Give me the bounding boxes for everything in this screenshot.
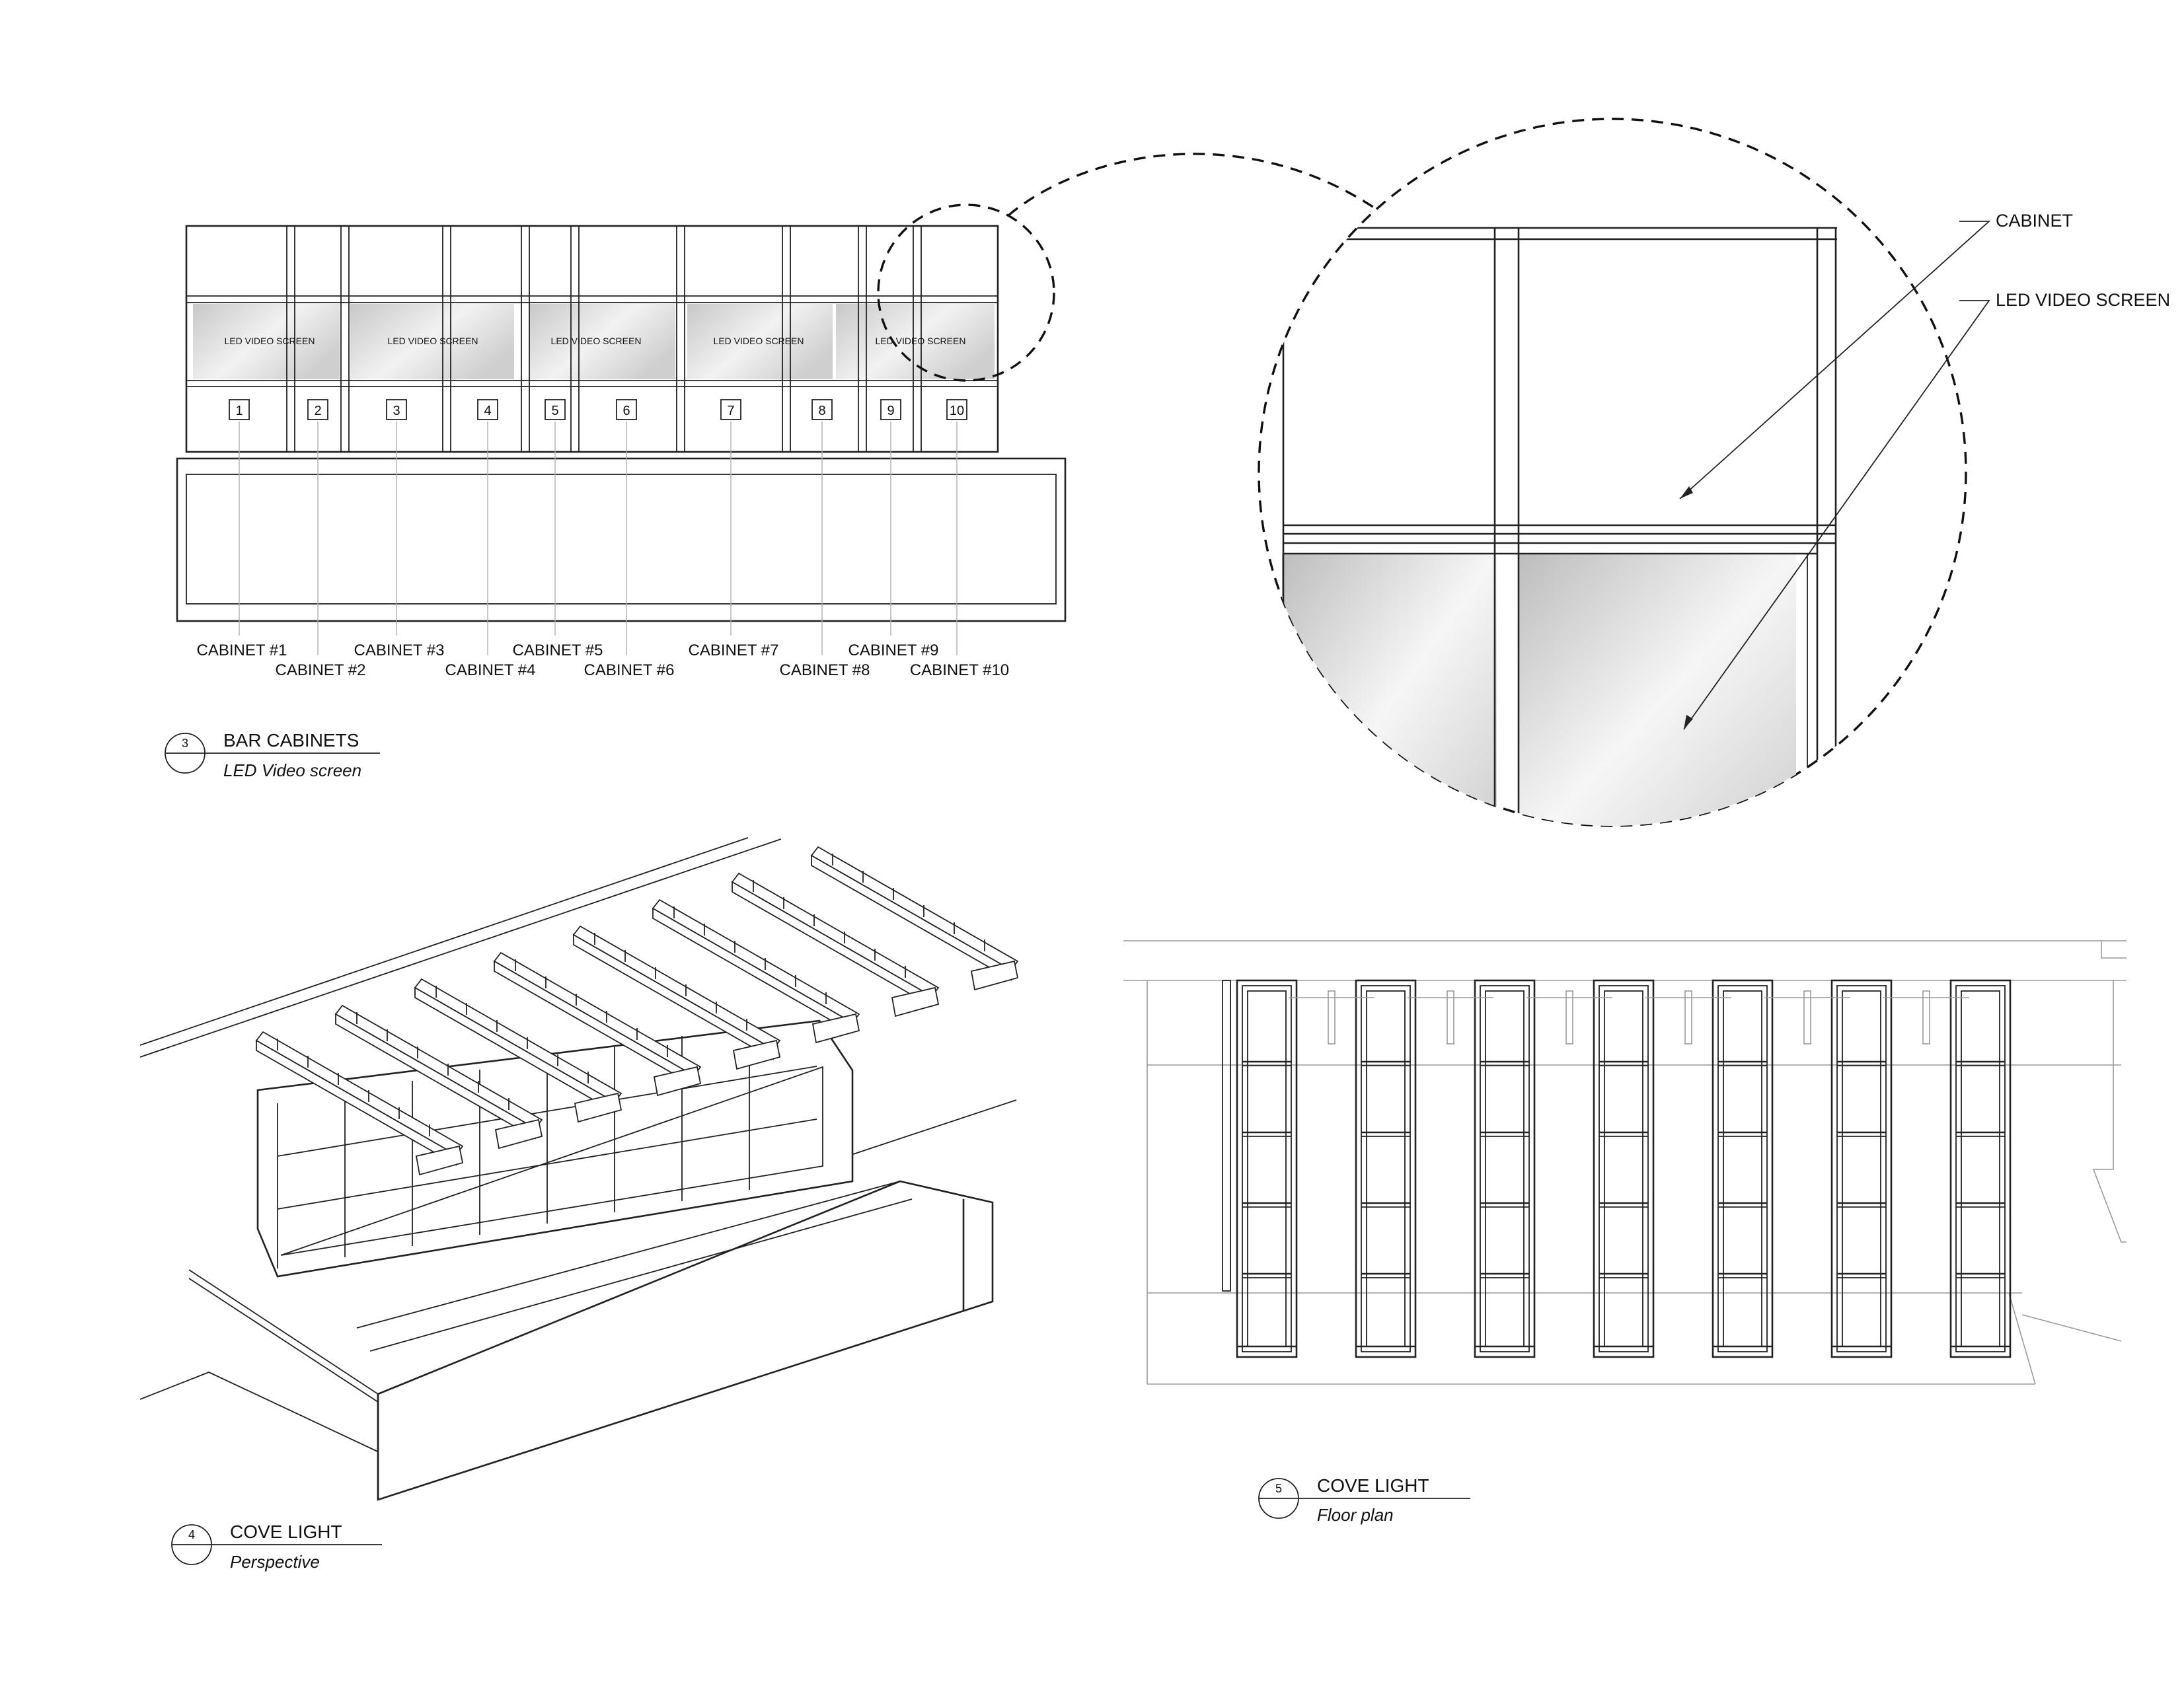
view-title: COVE LIGHT bbox=[230, 1522, 342, 1542]
cabinet-number: 3 bbox=[393, 404, 400, 418]
plan-cove-rail bbox=[1593, 979, 1655, 1358]
cabinet-number-box bbox=[720, 399, 741, 420]
cabinet-number-box bbox=[880, 399, 901, 420]
cabinet-label: CABINET #10 bbox=[910, 661, 1009, 679]
cove-light-floor-plan bbox=[1123, 940, 2127, 1385]
cove-rail bbox=[414, 978, 622, 1123]
cabinet-label: CABINET #8 bbox=[780, 661, 870, 679]
plan-cove-rail bbox=[1236, 979, 1298, 1358]
title-block-cove-plan: 5 COVE LIGHT Floor plan bbox=[1258, 1475, 1470, 1525]
cabinet-number-box bbox=[946, 399, 967, 420]
cove-rail bbox=[334, 1004, 543, 1150]
led-screen-label-2: LED VIDEO SCREEN bbox=[388, 336, 478, 346]
cabinet-label: CABINET #5 bbox=[513, 642, 603, 659]
led-screen-label-4: LED VIDEO SCREEN bbox=[714, 336, 804, 346]
cabinet-number-box bbox=[616, 399, 637, 420]
cove-rail bbox=[572, 925, 781, 1070]
led-screen-label-1: LED VIDEO SCREEN bbox=[225, 336, 315, 346]
cabinet-label: CABINET #6 bbox=[584, 661, 675, 679]
cabinet-label: CABINET #4 bbox=[445, 661, 536, 679]
cabinet-number: 8 bbox=[818, 404, 825, 418]
plan-cove-rail bbox=[1712, 979, 1774, 1358]
cabinet-number: 1 bbox=[235, 404, 243, 418]
view-number: 5 bbox=[1275, 1482, 1282, 1495]
cabinet-number: 9 bbox=[887, 404, 894, 418]
cabinet-label: CABINET #7 bbox=[689, 642, 779, 659]
cabinet-number-box bbox=[386, 399, 407, 420]
plan-cove-rail bbox=[1830, 979, 1893, 1358]
plan-cove-rail bbox=[1355, 979, 1417, 1358]
cabinet-label: CABINET #9 bbox=[848, 642, 939, 659]
led-screen-label-3: LED VIDEO SCREEN bbox=[551, 336, 642, 346]
cove-rail bbox=[731, 872, 940, 1017]
view-subtitle: LED Video screen bbox=[223, 760, 361, 780]
cabinet-label: CABINET #1 bbox=[197, 642, 287, 659]
cabinet-number: 4 bbox=[484, 404, 491, 418]
cove-rail bbox=[652, 899, 860, 1044]
cabinet-label: CABINET #3 bbox=[354, 642, 445, 659]
cabinet-number: 6 bbox=[622, 404, 630, 418]
cove-rail bbox=[810, 846, 1019, 991]
cabinet-number-box bbox=[545, 399, 566, 420]
view-title: COVE LIGHT bbox=[1317, 1475, 1429, 1496]
view-number: 3 bbox=[182, 737, 188, 750]
cove-light-perspective bbox=[139, 837, 1019, 1501]
callout-cabinet: CABINET bbox=[1996, 211, 2073, 231]
title-block-cove-perspective: 4 COVE LIGHT Perspective bbox=[171, 1522, 382, 1572]
view-subtitle: Perspective bbox=[230, 1552, 320, 1572]
cabinet-number-box bbox=[477, 399, 498, 420]
cove-rail bbox=[255, 1031, 464, 1176]
cabinet-number: 5 bbox=[551, 404, 558, 418]
callout-led-screen: LED VIDEO SCREEN bbox=[1996, 290, 2170, 310]
view-number: 4 bbox=[188, 1528, 195, 1541]
view-title: BAR CABINETS bbox=[223, 730, 359, 751]
title-block-bar-cabinets: 3 BAR CABINETS LED Video screen bbox=[165, 730, 380, 780]
cabinet-label: CABINET #2 bbox=[276, 661, 366, 679]
cove-rail bbox=[493, 951, 702, 1097]
cabinet-number: 10 bbox=[950, 404, 964, 418]
led-screen-label-5: LED VIDEO SCREEN bbox=[876, 336, 966, 346]
bar-cabinets-elevation: 1 2 3 4 5 6 7 8 9 10 LED VIDEO SCREEN LED VIDEO S… bbox=[176, 225, 1067, 679]
cabinet-number-box bbox=[811, 399, 833, 420]
cabinet-number-box bbox=[307, 399, 328, 420]
plan-cove-rail bbox=[1474, 979, 1536, 1358]
view-subtitle: Floor plan bbox=[1317, 1505, 1394, 1525]
detail-callout: CABINET LED VIDEO SCREEN bbox=[877, 118, 2170, 827]
cabinet-number-box bbox=[229, 399, 250, 420]
cabinet-number: 2 bbox=[314, 404, 321, 418]
cabinet-number: 7 bbox=[727, 404, 734, 418]
plan-cove-rail bbox=[1949, 979, 2012, 1358]
